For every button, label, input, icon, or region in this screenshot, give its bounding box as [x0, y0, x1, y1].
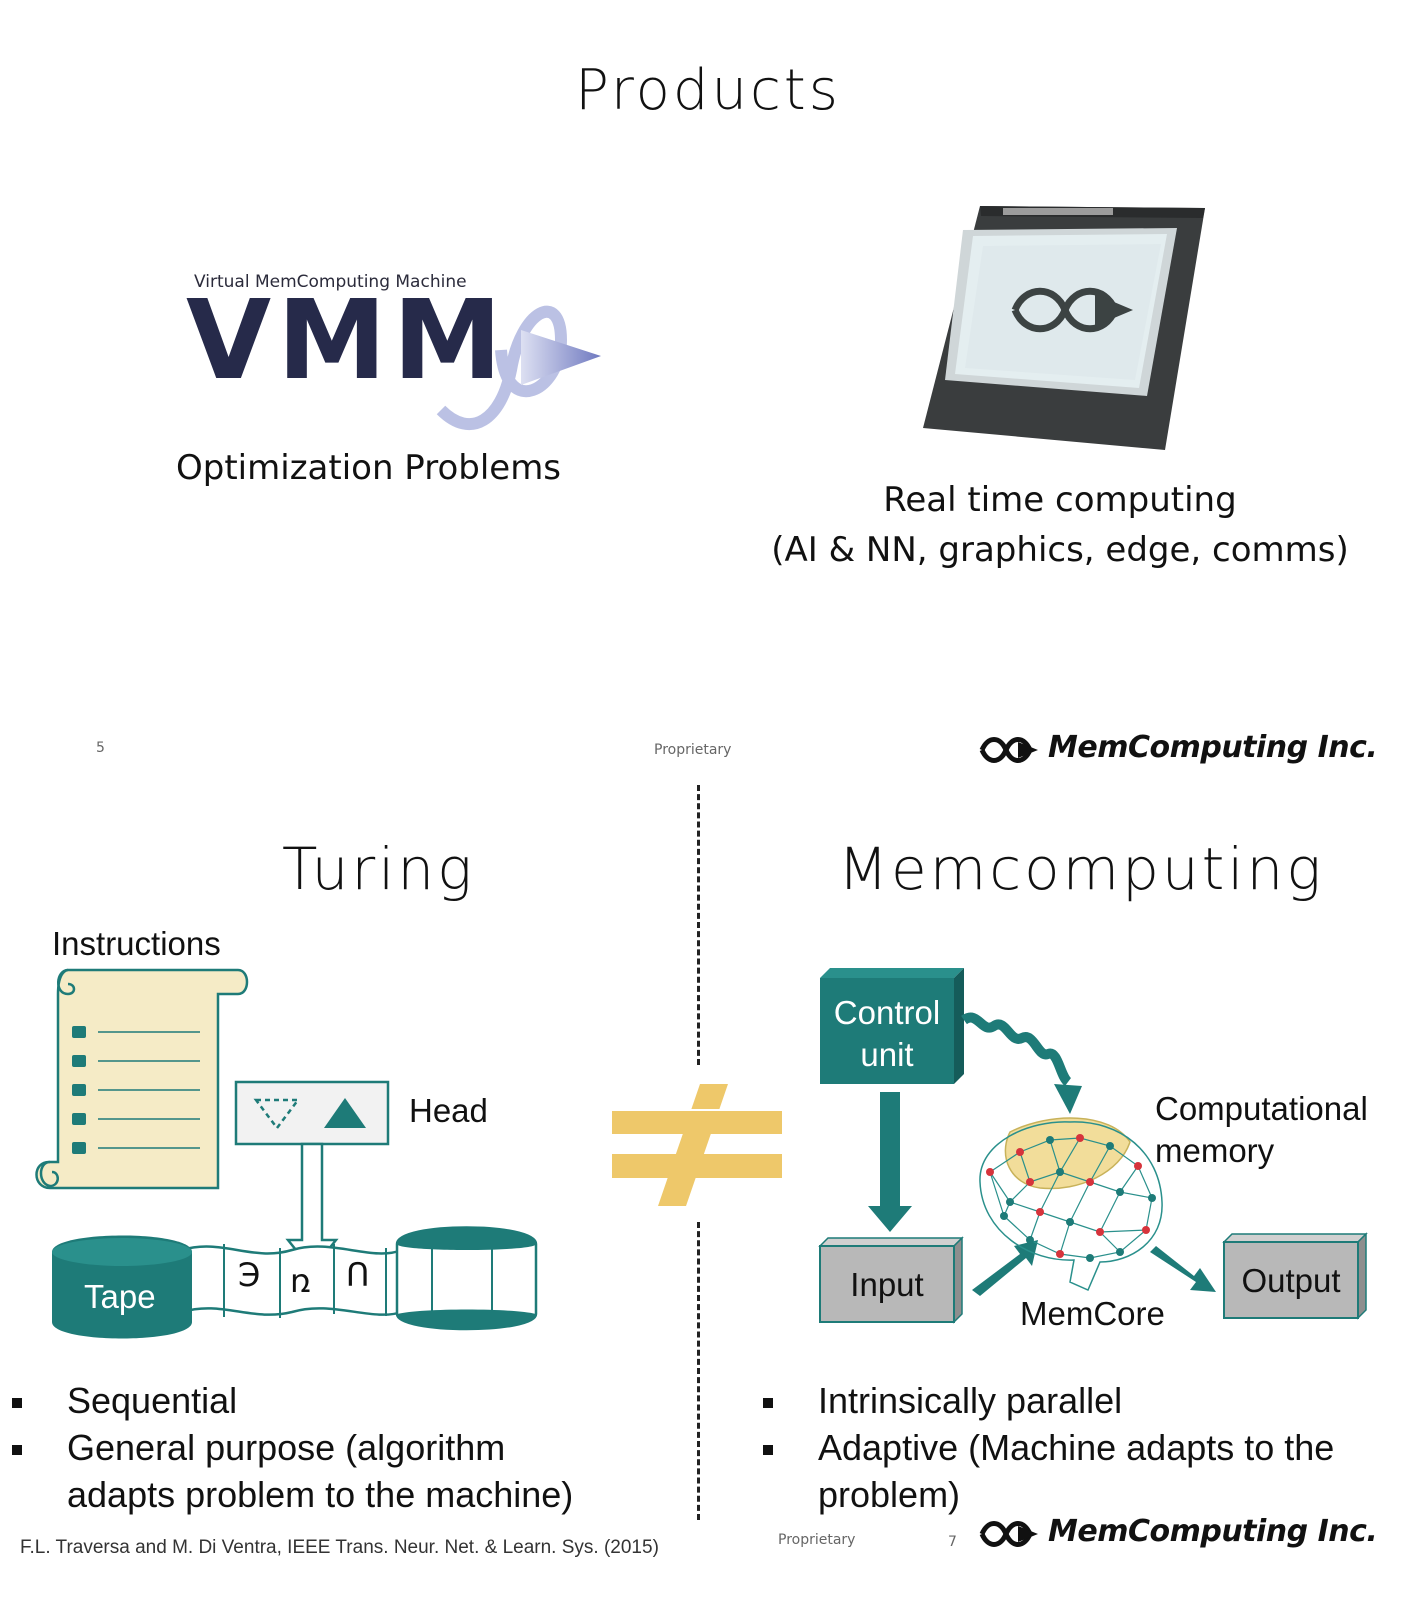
tape-icon [52, 1226, 538, 1339]
slide5-brand-name: MemComputing Inc. [1048, 730, 1378, 765]
instructions-label: Instructions [52, 925, 221, 962]
turing-title: Turing [282, 835, 475, 903]
memcomputing-bullet-2-cont: problem) [818, 1474, 961, 1515]
head-label: Head [409, 1092, 488, 1129]
memcomputing-logo-icon [979, 1521, 1038, 1547]
memcomputing-bullets: Intrinsically parallel Adaptive (Machine… [763, 1377, 1413, 1518]
slide7-brand-logo: MemComputing Inc. [978, 1512, 1378, 1554]
vmm-logo-icon [436, 305, 601, 431]
memcore-label: MemCore [1020, 1295, 1165, 1332]
memcomputing-bullet-2: Adaptive (Machine adapts to the [763, 1424, 1413, 1471]
tape-symbol-1: Э [238, 1256, 261, 1294]
vmm-caption: Optimization Problems [176, 448, 562, 488]
vmm-tagline: Virtual MemComputing Machine [194, 272, 467, 292]
memcomputing-arrows [868, 1012, 1216, 1296]
dashed-divider-top [697, 785, 700, 1065]
slide5-brand-logo: MemComputing Inc. [978, 728, 1378, 770]
vmm-logo: Virtual MemComputing Machine VMM [186, 270, 616, 440]
dashed-divider-bottom [697, 1222, 700, 1520]
control-unit-box [820, 968, 964, 1084]
vmm-wordmark: VMM [186, 276, 509, 404]
chip-caption-line1: Real time computing [883, 480, 1237, 520]
memcomputing-bullet-1: Intrinsically parallel [763, 1377, 1413, 1424]
control-unit-line2: unit [860, 1036, 914, 1073]
output-label: Output [1241, 1262, 1341, 1299]
computational-memory-line2: memory [1155, 1132, 1275, 1169]
input-label: Input [850, 1266, 924, 1303]
memcomputing-title: Memcomputing [838, 835, 1325, 903]
brain-network-icon [979, 1117, 1163, 1291]
products-title: Products [575, 58, 841, 123]
input-box [818, 1236, 964, 1324]
tape-symbol-3: Ո [346, 1256, 370, 1294]
not-equal-icon [612, 1084, 782, 1206]
slide7-proprietary: Proprietary [778, 1532, 856, 1548]
slide7-brand-name: MemComputing Inc. [1048, 1514, 1378, 1549]
cpu-chip-icon [923, 206, 1205, 450]
turing-bullets: Sequential General purpose (algorithm ad… [12, 1377, 682, 1518]
turing-bullet-1: Sequential [12, 1377, 682, 1424]
computational-memory-line1: Computational [1155, 1090, 1368, 1127]
slide7-page-number: 7 [948, 1534, 957, 1550]
turing-bullet-2-cont: adapts problem to the machine) [67, 1474, 574, 1515]
tape-label: Tape [84, 1278, 156, 1315]
memcomputing-logo-icon [979, 737, 1038, 763]
chip-caption-line2: (AI & NN, graphics, edge, comms) [771, 530, 1349, 570]
control-unit-line1: Control [833, 994, 941, 1031]
slide5-page-number: 5 [96, 740, 105, 756]
output-box [1222, 1232, 1368, 1320]
tape-symbol-2: ռ [290, 1262, 311, 1300]
slide5-proprietary: Proprietary [654, 742, 732, 758]
turing-bullet-2: General purpose (algorithm [12, 1424, 682, 1471]
scroll-icon [35, 968, 249, 1190]
citation: F.L. Traversa and M. Di Ventra, IEEE Tra… [20, 1537, 659, 1558]
head-icon [234, 1080, 390, 1273]
